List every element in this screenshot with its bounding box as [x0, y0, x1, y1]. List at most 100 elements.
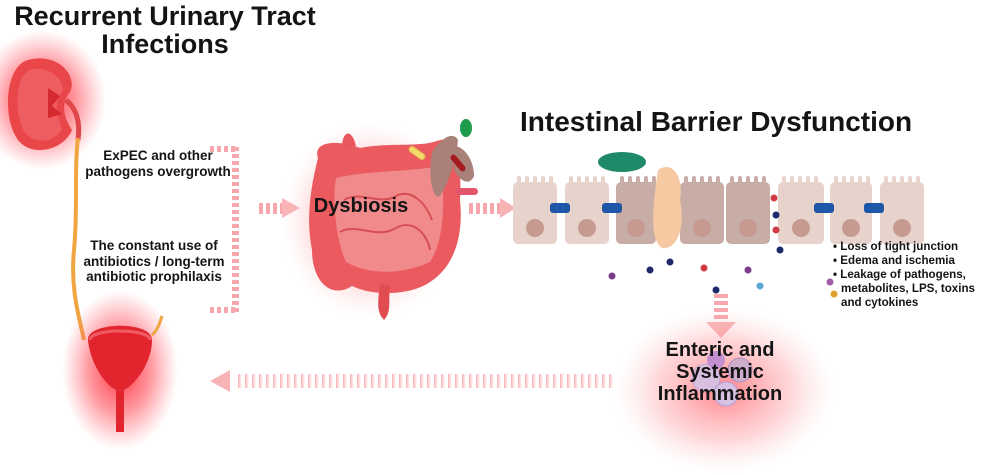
microvillus — [866, 176, 870, 186]
note-line: The constant use of — [90, 238, 218, 253]
tight-junction — [602, 203, 622, 213]
note-pathogen-overgrowth: ExPEC and other pathogens overgrowth — [78, 148, 238, 179]
microvillus — [533, 176, 537, 186]
leaked-molecule — [772, 211, 780, 219]
epithelial-cell — [565, 182, 609, 244]
leaked-molecule — [826, 278, 834, 286]
label-line: Enteric and Systemic — [665, 339, 775, 383]
microvillus — [569, 176, 573, 186]
microvillus — [814, 176, 818, 186]
microvillus — [708, 176, 712, 186]
title-recurrent-utis: Recurrent Urinary Tract Infections — [0, 2, 330, 59]
cell-nucleus — [627, 219, 645, 237]
tight-junction — [814, 203, 834, 213]
microvillus — [762, 176, 766, 186]
microvillus — [782, 176, 786, 186]
label-inflammation: Enteric and Systemic Inflammation — [620, 339, 820, 405]
leaked-molecule — [772, 226, 780, 234]
cell-nucleus — [526, 219, 544, 237]
consequence-item: Loss of tight junction — [833, 240, 996, 254]
microvillus — [684, 176, 688, 186]
microvillus — [585, 176, 589, 186]
intestine-icon — [280, 120, 461, 320]
microvillus — [916, 176, 920, 186]
cell-nucleus — [893, 219, 911, 237]
microvillus — [549, 176, 553, 186]
microvillus — [525, 176, 529, 186]
bacterial-cluster — [598, 152, 646, 172]
note-line: antibiotics / long-term — [83, 253, 225, 269]
leaked-molecule — [776, 246, 784, 254]
label-line: Inflammation — [657, 383, 783, 405]
cell-nucleus — [842, 219, 860, 237]
leaked-molecule — [712, 286, 720, 294]
label-dysbiosis: Dysbiosis — [313, 195, 409, 217]
microvillus — [652, 176, 656, 186]
epithelial-cell — [830, 182, 872, 244]
consequence-item: Edema and ischemia — [833, 254, 996, 268]
immune-cells-icon — [612, 306, 836, 474]
epithelial-cell — [616, 182, 656, 244]
bacteria-icon — [408, 119, 478, 197]
microvillus — [601, 176, 605, 186]
cell-nucleus — [739, 219, 757, 237]
consequence-item: Leakage of pathogens,metabolites, LPS, t… — [833, 268, 996, 310]
note-line: antibiotic prophilaxis — [86, 269, 222, 285]
note-line: ExPEC and other — [103, 148, 213, 163]
kidney-icon — [0, 30, 106, 170]
microvillus — [700, 176, 704, 186]
immune-infiltrate — [653, 166, 682, 249]
bracket-arrow — [208, 146, 239, 313]
microvillus — [908, 176, 912, 186]
microvillus — [892, 176, 896, 186]
microvillus — [644, 176, 648, 186]
microvillus — [593, 176, 597, 186]
microvillus — [628, 176, 632, 186]
epithelial-cell — [726, 182, 770, 244]
epithelial-cell — [778, 182, 824, 244]
leaked-molecule — [646, 266, 654, 274]
epithelial-cells-icon — [513, 152, 924, 298]
microvillus — [716, 176, 720, 186]
title-line: Infections — [101, 29, 229, 60]
microvillus — [730, 176, 734, 186]
leaked-molecule — [770, 194, 778, 202]
microvillus — [798, 176, 802, 186]
consequence-text: Leakage of pathogens, — [840, 267, 966, 281]
microvillus — [806, 176, 810, 186]
arrow-to-barrier — [468, 198, 516, 218]
note-line: pathogens overgrowth — [85, 163, 231, 179]
leaked-molecule — [608, 272, 616, 280]
microvillus — [636, 176, 640, 186]
arrow-to-bladder — [210, 370, 614, 392]
leaked-molecule — [666, 258, 674, 266]
cell-nucleus — [578, 219, 596, 237]
leaked-molecule — [756, 282, 764, 290]
epithelial-cell — [513, 182, 557, 244]
tight-junction — [864, 203, 884, 213]
microvillus — [884, 176, 888, 186]
microvillus — [834, 176, 838, 186]
title-line: Recurrent Urinary Tract — [14, 1, 316, 31]
microvillus — [754, 176, 758, 186]
note-antibiotic-use: The constant use of antibiotics / long-t… — [66, 238, 242, 285]
microvillus — [738, 176, 742, 186]
microvillus — [577, 176, 581, 186]
microvillus — [900, 176, 904, 186]
cell-nucleus — [693, 219, 711, 237]
tight-junction — [550, 203, 570, 213]
title-intestinal-barrier: Intestinal Barrier Dysfunction — [520, 106, 913, 137]
microvillus — [850, 176, 854, 186]
microvillus — [620, 176, 624, 186]
consequence-list: Loss of tight junction Edema and ischemi… — [833, 240, 996, 310]
microvillus — [692, 176, 696, 186]
microvillus — [790, 176, 794, 186]
microvillus — [842, 176, 846, 186]
epithelial-cell — [680, 182, 724, 244]
leaked-molecule — [700, 264, 708, 272]
bladder-icon — [62, 290, 178, 450]
microvillus — [746, 176, 750, 186]
cell-nucleus — [792, 219, 810, 237]
consequence-text: and cytokines — [841, 295, 919, 309]
